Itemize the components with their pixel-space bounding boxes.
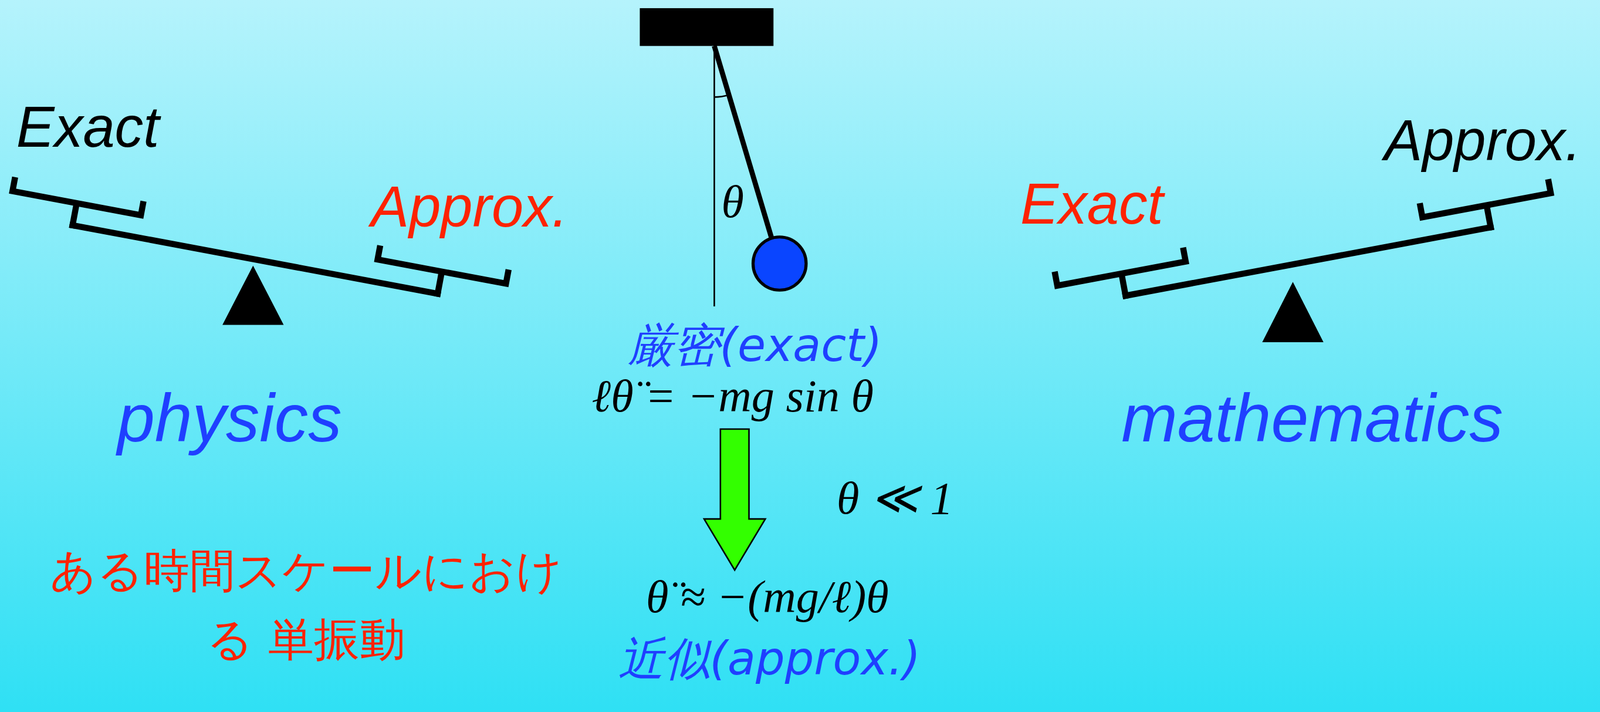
pan-label: Exact	[16, 93, 160, 162]
heading-label: 厳密(exact)	[627, 317, 882, 373]
pan-label: Exact	[1020, 169, 1164, 239]
fulcrum	[222, 265, 284, 325]
fulcrum	[1262, 281, 1324, 343]
angle-label: θ	[721, 174, 744, 230]
ceiling	[639, 8, 774, 46]
note-text: ある時間スケールにおける 単振動	[30, 535, 582, 673]
pendulum-bob	[752, 237, 806, 290]
pan-label: Approx.	[370, 173, 568, 242]
pendulum-string	[714, 45, 779, 262]
field-label: physics	[117, 377, 343, 459]
field-label: mathematics	[1121, 377, 1504, 459]
green-arrow	[704, 428, 766, 570]
equation: ℓθ̈ = −mg sin θ	[592, 368, 874, 424]
condition-label: θ ≪ 1	[836, 470, 954, 526]
heading-label: 近似(approx.)	[618, 630, 922, 686]
equation: θ̈ ≈ −(mg/ℓ)θ	[645, 569, 889, 625]
pan-label: Approx.	[1384, 106, 1582, 176]
vertical-reference	[713, 45, 716, 307]
